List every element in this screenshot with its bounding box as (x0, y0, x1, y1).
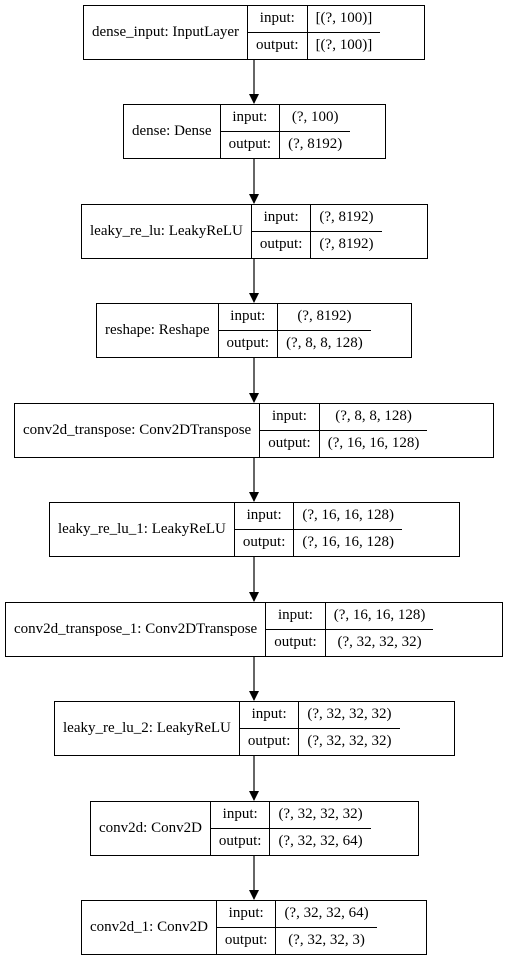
output-shape: [(?, 100)] (315, 37, 373, 54)
input-label: input: (216, 901, 277, 928)
input-shape: (?, 8192) (278, 304, 371, 331)
layer-name: leaky_re_lu_1: LeakyReLU (50, 503, 235, 556)
input-label: input: (248, 6, 308, 33)
output-shape: (?, 8192) (319, 236, 374, 253)
layer-name: dense: Dense (124, 105, 221, 158)
layer-name: conv2d_transpose_1: Conv2DTranspose (6, 603, 267, 656)
input-shape: (?, 8192) (311, 205, 382, 232)
output-label: output: (219, 330, 279, 357)
shape-table: input:(?, 8192)output:(?, 8192) (251, 205, 382, 258)
shape-table: input:(?, 32, 32, 64)output: (?, 32, 32, … (216, 901, 377, 954)
output-shape: (?, 32, 32, 64) (278, 833, 363, 850)
output-shape: (?, 16, 16, 128) (327, 435, 420, 452)
output-label: output: (252, 231, 312, 258)
shape-table: input:(?, 16, 16, 128)output: (?, 32, 32,… (266, 603, 434, 656)
output-label: output: (240, 728, 300, 755)
layer-name: dense_input: InputLayer (84, 6, 249, 59)
input-shape: (?, 32, 32, 64) (276, 901, 377, 928)
input-label: input: (239, 702, 300, 729)
input-label: input: (220, 105, 281, 132)
input-shape: (?, 32, 32, 32) (299, 702, 400, 729)
shape-table: input:(?, 32, 32, 32)output:(?, 32, 32, … (239, 702, 400, 755)
input-shape: (?, 32, 32, 32) (270, 802, 371, 829)
output-label: output: (235, 529, 295, 556)
shape-table: input:(?, 16, 16, 128)output:(?, 16, 16,… (234, 503, 403, 556)
output-shape: (?, 32, 32, 3) (288, 932, 365, 949)
shape-table: input:(?, 32, 32, 32)output: (?, 32, 32, … (210, 802, 371, 855)
input-shape: (?, 16, 16, 128) (294, 503, 403, 530)
output-label: output: (217, 927, 277, 954)
input-shape: (?, 8, 8, 128) (319, 404, 428, 431)
output-label: output: (260, 430, 320, 457)
layer-name: leaky_re_lu: LeakyReLU (82, 205, 252, 258)
output-label: output: (248, 32, 308, 59)
layer-name: leaky_re_lu_2: LeakyReLU (55, 702, 240, 755)
layer-name: conv2d: Conv2D (91, 802, 211, 855)
shape-table: input:(?, 8, 8, 128)output: (?, 16, 16, 1… (260, 404, 428, 457)
output-shape: (?, 8192) (288, 136, 343, 153)
output-shape: (?, 16, 16, 128) (302, 534, 395, 551)
input-label: input: (266, 603, 326, 630)
output-label: output: (211, 828, 271, 855)
input-label: input: (218, 304, 279, 331)
shape-table: input:[(?, 100)]output:[(?, 100)] (248, 6, 381, 59)
input-shape: (?, 100) (280, 105, 351, 132)
shape-table: input:(?, 100)output: (?, 8192) (220, 105, 351, 158)
input-label: input: (210, 802, 271, 829)
input-shape: (?, 16, 16, 128) (325, 603, 434, 630)
shape-table: input:(?, 8192)output: (?, 8, 8, 128) (218, 304, 371, 357)
output-label: output: (266, 629, 326, 656)
layer-name: conv2d_1: Conv2D (82, 901, 217, 954)
input-label: input: (260, 404, 320, 431)
input-shape: [(?, 100)] (307, 6, 381, 33)
output-shape: (?, 32, 32, 32) (337, 634, 422, 651)
output-label: output: (221, 131, 281, 158)
layer-name: conv2d_transpose: Conv2DTranspose (15, 404, 261, 457)
output-shape: (?, 8, 8, 128) (286, 335, 363, 352)
input-label: input: (234, 503, 295, 530)
layer-name: reshape: Reshape (97, 304, 219, 357)
input-label: input: (251, 205, 312, 232)
output-shape: (?, 32, 32, 32) (307, 733, 392, 750)
